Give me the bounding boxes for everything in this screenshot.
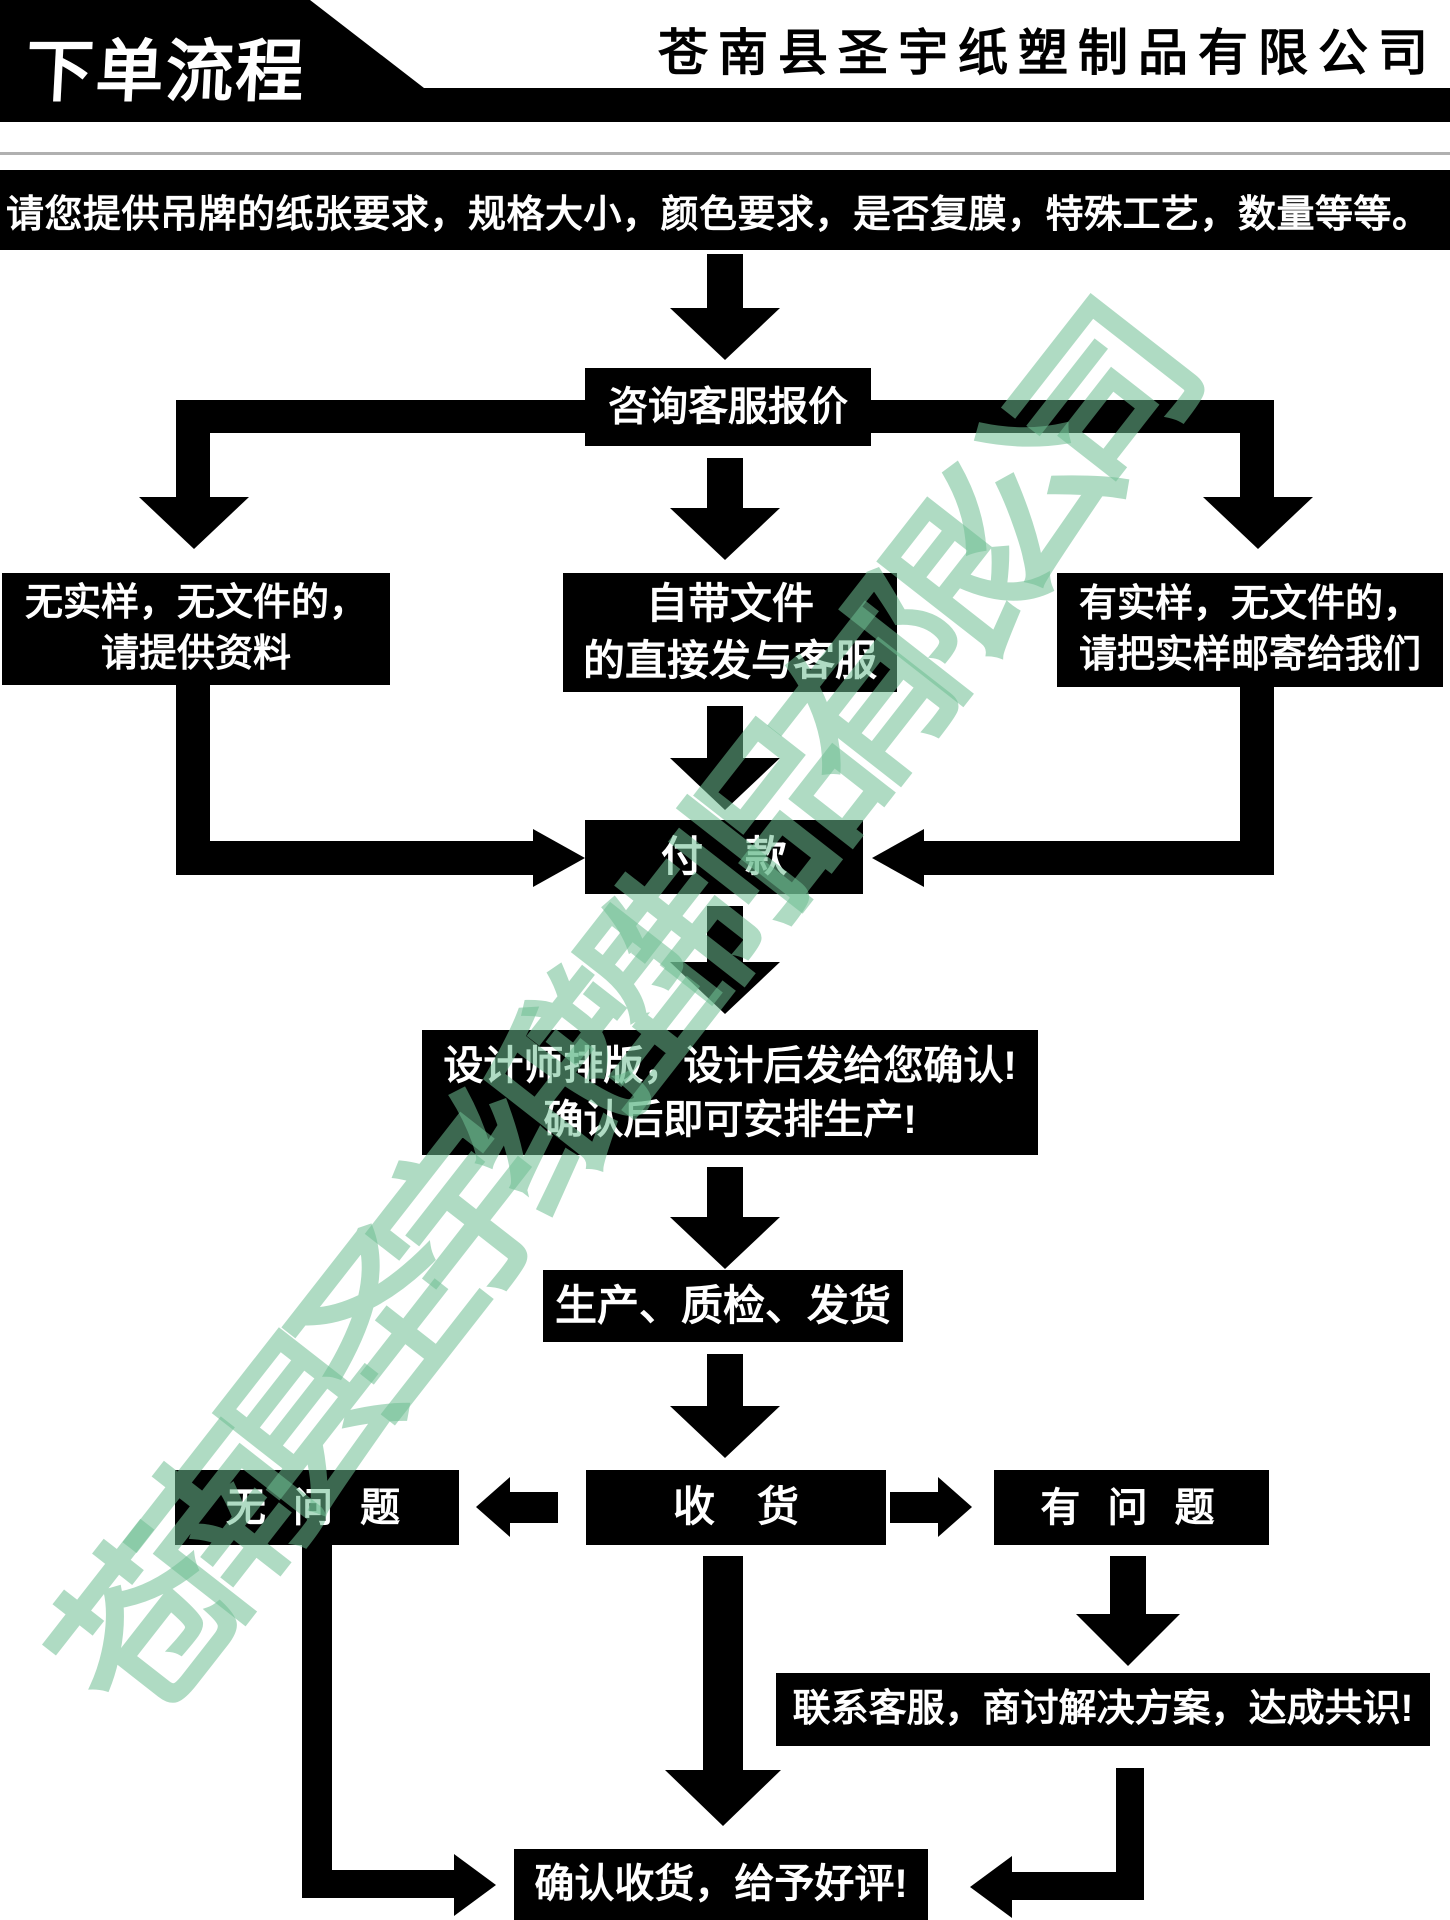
step-consult-box: 咨询客服报价 [585, 368, 871, 446]
step-receive-label: 收 货 [672, 1483, 799, 1531]
step-consult-label: 咨询客服报价 [608, 385, 848, 429]
step-contact-label: 联系客服，商讨解决方案，达成共识! [792, 1687, 1414, 1730]
result-has-problem-label: 有 问 题 [1040, 1485, 1223, 1530]
arrow-down-to-contact-head [1076, 1614, 1180, 1666]
branch-no-sample-box: 无实样，无文件的， 请提供资料 [2, 573, 390, 685]
step-production-box: 生产、质检、发货 [543, 1270, 903, 1342]
arrow-down-to-payment-shaft [707, 706, 743, 758]
connector-contact-arrowhead [970, 1856, 1012, 1918]
connector-top-right-hbar [871, 400, 1257, 433]
arrow-down-to-contact-shaft [1110, 1556, 1146, 1614]
connector-right-to-payment-arrowhead [872, 829, 924, 887]
arrow-down-to-design-head [670, 962, 780, 1014]
connector-noproblem-hbar [302, 1870, 454, 1898]
connector-left-to-payment-arrowhead [533, 829, 585, 887]
step-production-label: 生产、质检、发货 [554, 1281, 891, 1329]
connector-top-left-hbar [193, 400, 585, 433]
arrow-left-to-noproblem-shaft [510, 1492, 558, 1523]
connector-top-left-vbar [176, 400, 210, 497]
result-no-problem-label: 无 问 题 [225, 1485, 409, 1530]
arrow-down-to-receive-shaft [707, 1354, 743, 1406]
connector-top-right-arrowhead [1203, 497, 1313, 549]
arrow-long-to-confirm-shaft [703, 1556, 743, 1770]
step-confirm-label: 确认收货，给予好评! [534, 1862, 908, 1906]
connector-top-left-arrowhead [139, 497, 249, 549]
connector-contact-hbar [1012, 1872, 1144, 1900]
branch-has-sample-line2: 请把实样邮寄给我们 [1078, 634, 1421, 676]
page-title: 下单流程 [23, 34, 308, 110]
notice-bar: 请您提供吊牌的纸张要求，规格大小，颜色要求，是否复膜，特殊工艺，数量等等。 [0, 170, 1450, 250]
connector-left-to-payment-hbar [193, 841, 533, 875]
arrow-down-to-consult-shaft [707, 254, 743, 308]
connector-noproblem-arrowhead [454, 1854, 496, 1916]
step-confirm-box: 确认收货，给予好评! [514, 1849, 928, 1920]
arrow-down-to-production-head [670, 1217, 780, 1269]
arrow-down-to-design-shaft [707, 906, 743, 962]
connector-noproblem-vbar [302, 1545, 332, 1898]
branch-has-sample-line1: 有实样，无文件的， [1078, 582, 1421, 625]
arrow-down-to-production-shaft [707, 1167, 743, 1217]
arrow-right-to-hasproblem-shaft [890, 1492, 938, 1523]
branch-own-file-box: 自带文件 的直接发与客服 [563, 573, 897, 692]
arrow-down-to-payment-head [670, 758, 780, 810]
arrow-down-to-ownfile-head [670, 508, 780, 560]
result-has-problem-box: 有 问 题 [994, 1470, 1269, 1545]
arrow-right-to-hasproblem-head [938, 1477, 972, 1537]
company-name: 苍南县圣宇纸塑制品有限公司 [658, 25, 1438, 81]
divider-line [0, 152, 1450, 155]
arrow-long-to-confirm-head [665, 1770, 781, 1826]
connector-top-right-vbar [1240, 400, 1274, 497]
branch-no-sample-line1: 无实样，无文件的， [24, 581, 367, 624]
arrow-left-to-noproblem-head [476, 1477, 510, 1537]
step-payment-label: 付 款 [660, 832, 787, 880]
notice-text: 请您提供吊牌的纸张要求，规格大小，颜色要求，是否复膜，特殊工艺，数量等等。 [6, 193, 1431, 236]
branch-own-file-line2: 的直接发与客服 [582, 636, 877, 684]
step-design-line1: 设计师排版，设计后发给您确认! [443, 1043, 1017, 1088]
step-design-line2: 确认后即可安排生产! [543, 1097, 917, 1142]
step-payment-box: 付 款 [585, 820, 863, 894]
result-no-problem-box: 无 问 题 [175, 1470, 459, 1545]
step-receive-box: 收 货 [586, 1470, 886, 1545]
header-company-area: 苍南县圣宇纸塑制品有限公司 [310, 0, 1450, 88]
branch-has-sample-box: 有实样，无文件的， 请把实样邮寄给我们 [1057, 573, 1443, 687]
connector-right-to-payment-hbar [920, 841, 1257, 875]
step-contact-box: 联系客服，商讨解决方案，达成共识! [776, 1673, 1430, 1746]
arrow-down-to-consult-head [670, 308, 780, 360]
arrow-down-to-ownfile-shaft [707, 458, 743, 508]
branch-own-file-line1: 自带文件 [645, 579, 814, 627]
step-design-box: 设计师排版，设计后发给您确认! 确认后即可安排生产! [422, 1030, 1038, 1155]
arrow-down-to-receive-head [670, 1406, 780, 1458]
branch-no-sample-line2: 请提供资料 [100, 633, 291, 675]
